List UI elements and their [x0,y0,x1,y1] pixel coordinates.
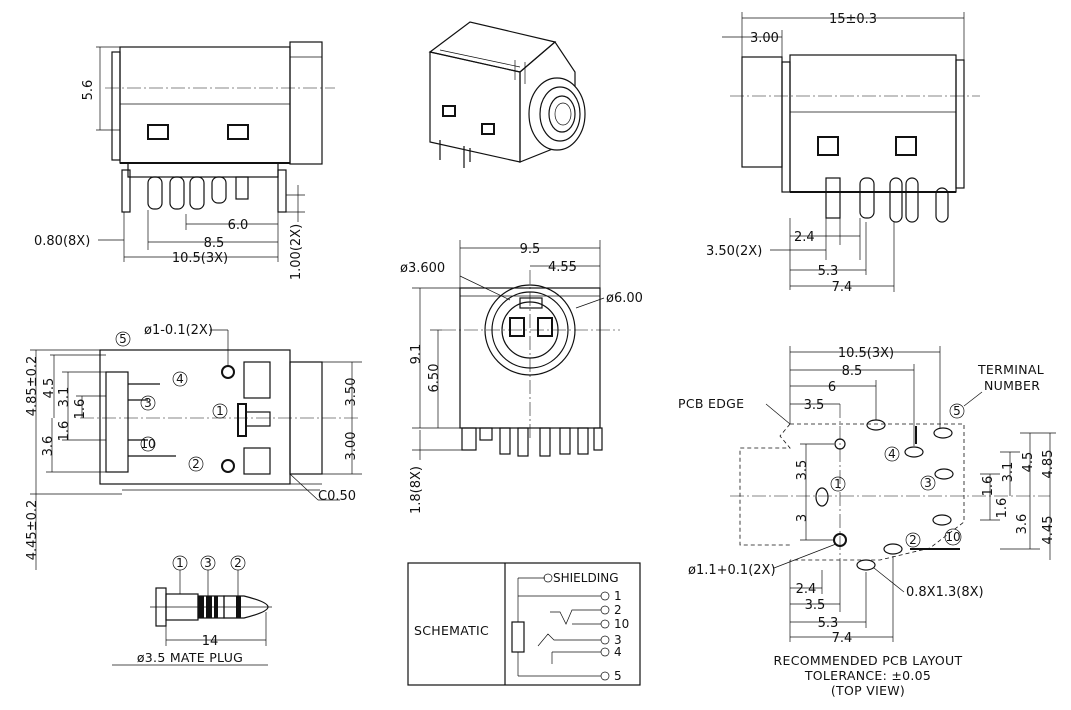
end-half: 4.55 [548,260,577,275]
side-d1: 2.4 [794,230,815,245]
pcb-rv1: 4.5 [1021,452,1036,473]
mate-plug: 1 3 2 14 ø3.5 MATE PLUG [112,555,272,666]
pcb-pin-2: 2 [909,533,917,547]
schematic-label: SCHEMATIC [414,623,489,638]
pcb-rv3: 3.1 [1001,462,1016,483]
side-pin-pitch: 3.50(2X) [706,244,762,259]
front-offset: 1.00(2X) [289,224,304,280]
pcb-terminal-number-label: NUMBER [984,378,1040,393]
schematic-pin-10: 10 [614,617,629,631]
pcb-rv5: 1.6 [995,498,1010,519]
end-h2: 6.50 [427,364,442,393]
pcb-pin-5: 5 [953,404,961,418]
bottom-v4: 1.6 [73,399,88,420]
pcb-caption-1: RECOMMENDED PCB LAYOUT [774,653,963,668]
pcb-t1: 10.5(3X) [838,346,894,361]
side-width: 15±0.3 [829,12,877,27]
bottom-hole-tol: ø1-0.1(2X) [144,323,213,338]
side-view: 15±0.3 3.00 2.4 3.50(2X) 5.3 7.4 [706,12,980,295]
schematic-pin-shielding: SHIELDING [553,571,619,585]
pcb-pin-4: 4 [888,447,896,461]
pcb-rv2: 4.85 [1041,450,1056,479]
bottom-v7: 4.45±0.2 [25,500,40,561]
pcb-caption-2: TOLERANCE: ±0.05 [804,668,931,683]
end-width: 9.5 [520,242,541,257]
schematic-pin-5: 5 [614,669,622,683]
end-h1: 9.1 [409,344,424,365]
pcb-rv4: 1.6 [981,476,996,497]
pcb-b1: 2.4 [796,582,817,597]
pcb-b4: 7.4 [832,631,853,646]
plug-n1: 1 [176,556,184,570]
pcb-pin-1: 1 [834,477,842,491]
pcb-terminal-label: TERMINAL [977,362,1044,377]
plug-length: 14 [202,634,219,649]
pcb-rv7: 4.45 [1041,516,1056,545]
front-pin-width: 0.80(8X) [34,234,90,249]
pcb-hole-label: ø1.1+0.1(2X) [688,563,776,578]
plug-n2: 2 [234,556,242,570]
pcb-edge-label: PCB EDGE [678,396,744,411]
bottom-pin-4: 4 [176,372,184,386]
front-view: 5.6 6.0 8.5 10.5(3X) 0.80(8X) 1.00(2X) [34,41,335,280]
pcb-pin-10: 10 [945,530,960,544]
bottom-v5: 1.6 [57,421,72,442]
front-dim-10-5: 10.5(3X) [172,251,228,266]
pcb-t2: 8.5 [842,364,863,379]
isometric-view [428,21,586,168]
front-height-label: 5.6 [81,80,96,101]
pcb-rv6: 3.6 [1015,514,1030,535]
bottom-r2: 3.00 [344,432,359,461]
pcb-caption-3: (TOP VIEW) [831,683,905,698]
schematic-pin-2: 2 [614,603,622,617]
bottom-view: 5 4 3 1 10 2 ø1-0.1(2X) 4.85±0.2 4.45±0.… [25,323,362,570]
end-hole-large: ø6.00 [606,291,643,306]
end-hole-small: ø3.600 [400,261,445,276]
bottom-pin-10: 10 [140,437,155,451]
side-d3: 7.4 [832,280,853,295]
bottom-v2: 4.5 [42,378,57,399]
plug-caption: ø3.5 MATE PLUG [137,650,243,665]
plug-n3: 3 [204,556,212,570]
schematic: SCHEMATIC SHIELDING 1 2 10 3 4 5 [407,562,641,686]
bottom-chamfer: C0.50 [318,489,356,504]
end-pin: 1.8(8X) [409,466,424,514]
front-dim-8-5: 8.5 [204,236,225,251]
bottom-r1: 3.50 [344,378,359,407]
bottom-pin-1: 1 [216,404,224,418]
pcb-b2: 3.5 [805,598,826,613]
front-dim-6: 6.0 [228,218,249,233]
pcb-layout: 5 4 3 1 2 10 PCB EDGE TERMINAL NUMBER 10… [678,346,1056,698]
schematic-pin-3: 3 [614,633,622,647]
pcb-slot-label: 0.8X1.3(8X) [906,585,984,600]
bottom-v6: 3.6 [41,436,56,457]
pcb-b3: 5.3 [818,616,839,631]
bottom-pin-5: 5 [119,332,127,346]
pcb-v2: 3 [795,514,810,522]
schematic-pin-1: 1 [614,589,622,603]
pcb-v1: 3.5 [795,460,810,481]
side-overhang: 3.00 [750,31,779,46]
pcb-t4: 3.5 [804,398,825,413]
bottom-pin-2: 2 [192,457,200,471]
end-view: 9.5 4.55 ø3.600 ø6.00 9.1 6.50 1.8(8X) [400,240,643,514]
pcb-t3: 6 [828,380,836,395]
schematic-pin-4: 4 [614,645,622,659]
side-d2: 5.3 [818,264,839,279]
bottom-v1: 4.85±0.2 [25,356,40,417]
bottom-v3: 3.1 [57,387,72,408]
pcb-pin-3: 3 [924,476,932,490]
bottom-pin-3: 3 [144,396,152,410]
